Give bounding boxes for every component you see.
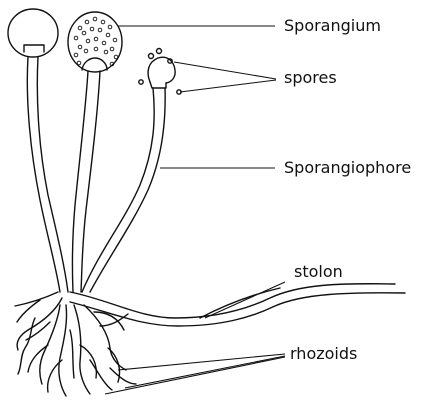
rhizoids <box>15 292 136 396</box>
spores-leader-lower <box>180 80 276 92</box>
left-sporangiophore <box>8 9 68 292</box>
stolon-leader <box>205 282 285 318</box>
rhozoids-label: rhozoids <box>290 346 357 362</box>
spores-leader-upper <box>174 62 276 79</box>
stolon-label: stolon <box>294 264 343 280</box>
sporangiophore-label: Sporangiophore <box>284 160 411 176</box>
sporangium-label: Sporangium <box>284 18 381 34</box>
spores-label: spores <box>284 70 337 86</box>
right-sporangiophore <box>82 57 175 292</box>
leader-lines <box>105 26 285 394</box>
rhozoids-leader-2 <box>125 356 285 388</box>
